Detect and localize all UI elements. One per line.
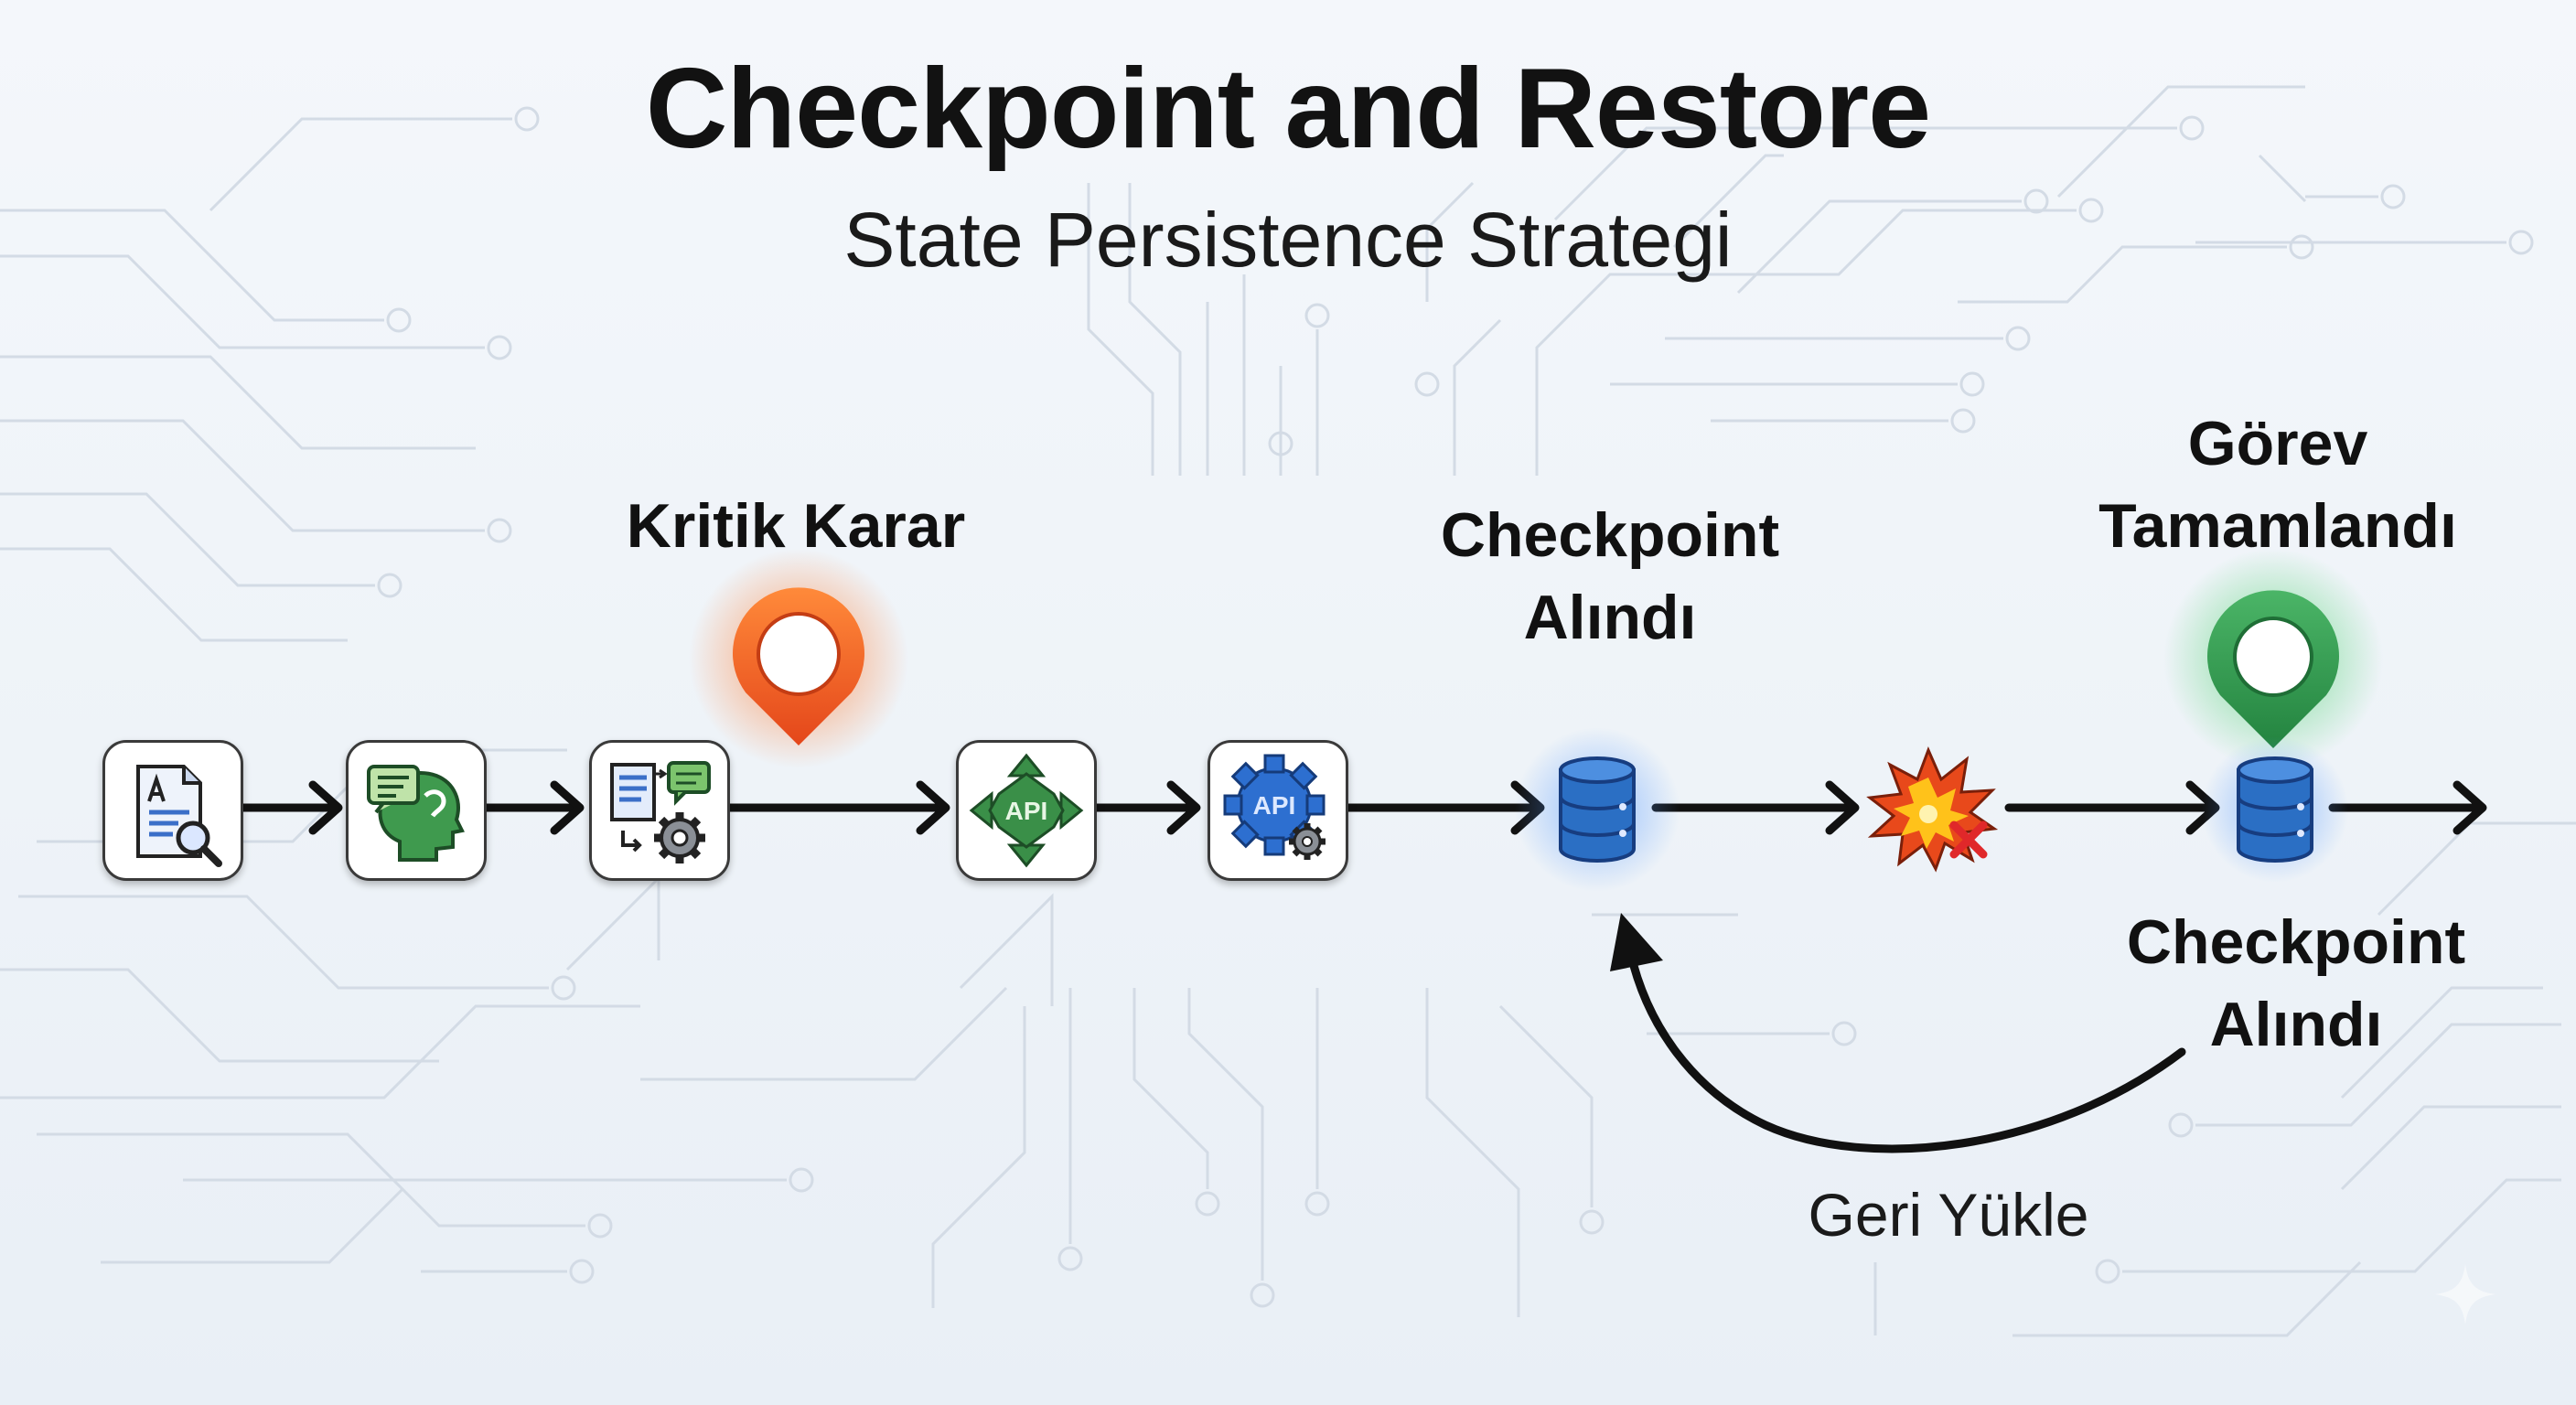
location-pin-icon (2163, 549, 2383, 768)
api-text: API (1253, 791, 1296, 820)
api-text: API (1005, 797, 1048, 825)
step-api-endpoint: API (956, 740, 1097, 881)
label-checkpoint-1: Checkpoint Alındı (1440, 500, 1780, 652)
step-document-chat-gear (589, 740, 730, 881)
label-checkpoint-2: Checkpoint Alındı (2126, 907, 2466, 1059)
restore-arrow (1610, 913, 2186, 1153)
step-thinking-head (346, 740, 487, 881)
api-gear-icon: API (1223, 754, 1326, 860)
diagram-subtitle: State Persistence Strategi (843, 197, 1733, 283)
diagram-title: Checkpoint and Restore (645, 46, 1931, 172)
document-search-icon (136, 765, 222, 867)
location-pin-icon (689, 549, 908, 768)
database-icon (1515, 727, 1680, 892)
label-restore: Geri Yükle (1808, 1181, 2089, 1249)
head-thinking-icon (367, 765, 465, 862)
api-arrows-icon: API (969, 753, 1084, 868)
crash-explosion-icon (1866, 746, 1999, 873)
database-icon (2202, 736, 2348, 883)
flow-arrows (237, 780, 2487, 835)
sparkle-icon (2435, 1264, 2496, 1325)
step-api-service: API (1208, 740, 1348, 881)
step-document-search (102, 740, 243, 881)
document-chat-gear-icon (610, 761, 711, 863)
